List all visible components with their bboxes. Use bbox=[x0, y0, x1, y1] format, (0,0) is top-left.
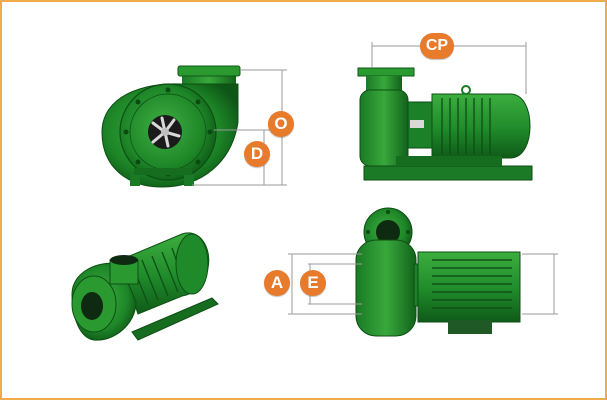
dimension-badge-a: A bbox=[264, 270, 290, 296]
dimension-badge-e: E bbox=[300, 270, 326, 296]
pump-top-view bbox=[288, 207, 558, 337]
pump-side-view bbox=[357, 42, 533, 181]
dimension-badge-d: D bbox=[244, 141, 270, 167]
dimension-badge-cp: CP bbox=[420, 33, 454, 59]
dimension-badge-o: O bbox=[268, 111, 294, 137]
pump-isometric-view bbox=[71, 232, 219, 341]
pump-front-view bbox=[101, 65, 287, 188]
